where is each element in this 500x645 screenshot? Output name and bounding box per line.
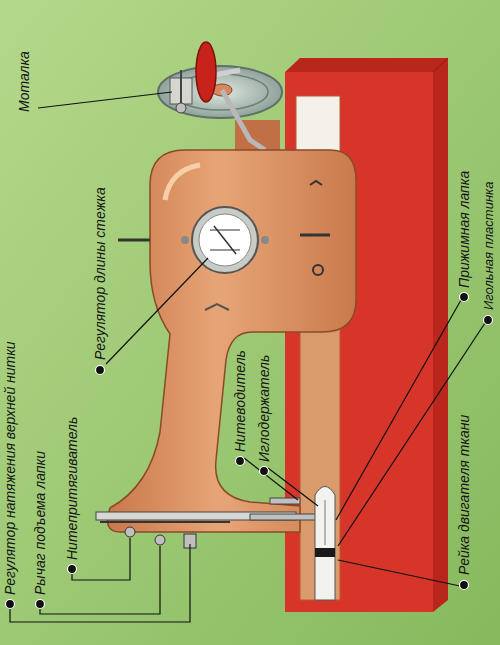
part-label: Иглодержатель xyxy=(256,355,273,462)
part-label: Нитеводитель xyxy=(232,350,249,452)
machine-body xyxy=(108,150,356,532)
bobbin-winder xyxy=(170,70,192,113)
handwheel xyxy=(158,42,282,160)
part-label: Регулятор длины стежка xyxy=(92,187,109,360)
leader-lines xyxy=(10,92,485,622)
stitch-dial xyxy=(118,181,330,310)
part-label: Регулятор натяжения верхней нитки xyxy=(2,341,19,595)
bed-mechanism xyxy=(96,498,330,548)
part-label: Нитепритягиватель xyxy=(64,417,81,560)
presser-foot xyxy=(315,487,335,601)
part-label: Рейка двигателя ткани xyxy=(456,415,473,575)
part-label: Игольная пластинка xyxy=(481,182,497,310)
cabinet xyxy=(285,58,448,612)
part-label: Моталка xyxy=(16,51,33,112)
part-label: Рычаг подъема лапки xyxy=(32,451,49,595)
leader-dots xyxy=(6,293,493,609)
body-highlight xyxy=(165,165,200,200)
part-label: Прижимная лапка xyxy=(456,171,473,288)
